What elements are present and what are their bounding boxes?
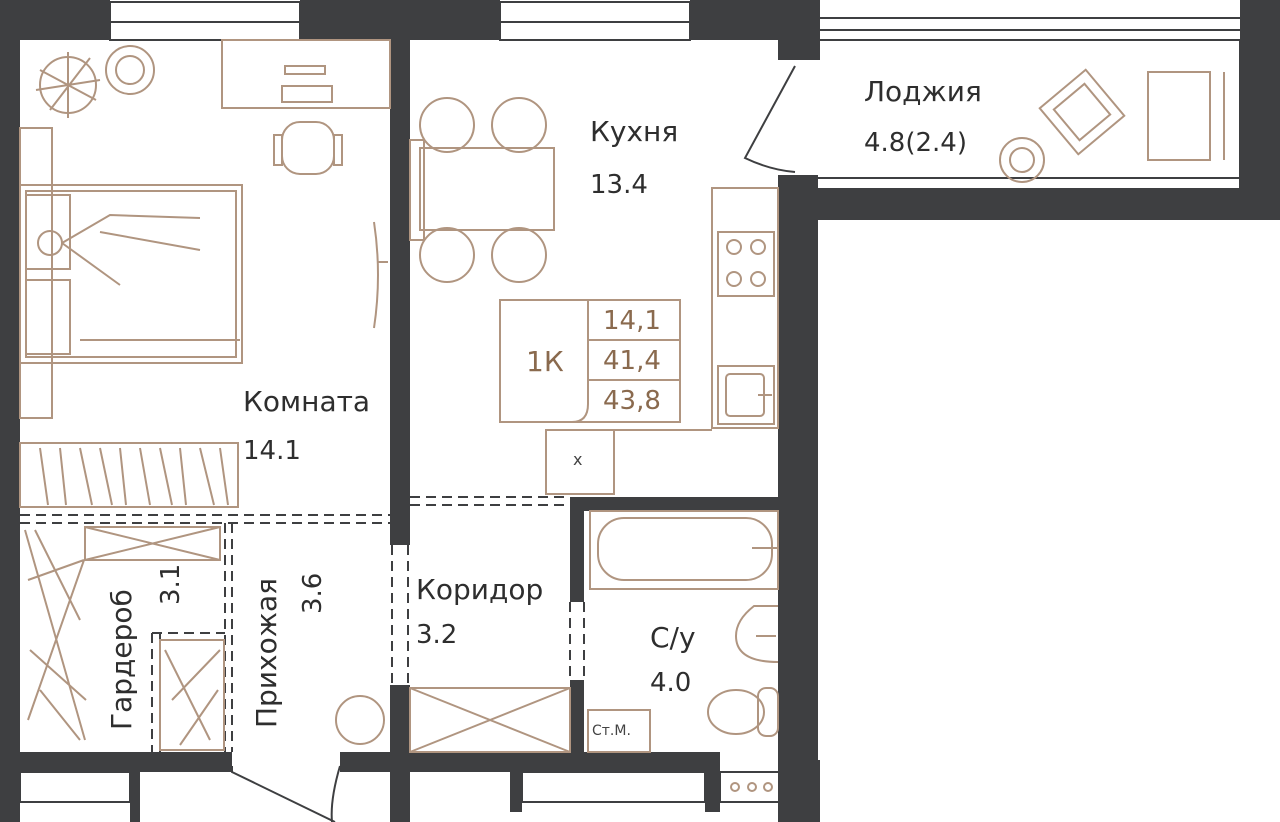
plant-icon (105, 45, 155, 95)
stove-icon (717, 231, 775, 297)
plant-icon (35, 52, 101, 118)
room-area-garderob: 3.1 (156, 563, 186, 605)
room-area-prikhozhaya: 3.6 (298, 572, 328, 614)
room-name-su: С/у (650, 621, 696, 654)
bathtub-icon (589, 510, 779, 590)
mirror-icon (373, 221, 388, 329)
table-icon (409, 97, 555, 283)
doors (231, 65, 796, 822)
desk-icon (221, 39, 391, 109)
room-area-koridor: 3.2 (416, 620, 458, 650)
toilet-icon (707, 687, 779, 737)
furniture (19, 39, 1225, 792)
area-with-loggia: 43,8 (603, 386, 661, 416)
bed-icon (19, 184, 243, 364)
washer-label: Ст.М. (592, 723, 631, 739)
room-area-lodzhiya: 4.8(2.4) (864, 128, 967, 158)
total-area: 41,4 (603, 346, 661, 376)
room-name-lodzhiya: Лоджия (864, 75, 982, 108)
sink-icon (717, 365, 775, 425)
armchair-icon (1038, 68, 1126, 156)
room-name-garderob: Гардероб (105, 589, 138, 730)
room-area-su: 4.0 (650, 668, 692, 698)
room-area-komnata: 14.1 (243, 436, 301, 466)
apartment-type: 1К (526, 345, 564, 378)
chair-icon (273, 121, 343, 175)
room-name-komnata: Комната (243, 385, 371, 418)
fridge-mark: х (573, 450, 583, 469)
windows (19, 1, 1240, 803)
room-name-kukhnya: Кухня (590, 115, 679, 148)
room-area-kukhnya: 13.4 (590, 170, 648, 200)
living-area: 14,1 (603, 306, 661, 336)
room-name-prikhozhaya: Прихожая (250, 578, 283, 728)
room-name-koridor: Коридор (416, 573, 544, 606)
loggia-outline (818, 39, 1241, 188)
